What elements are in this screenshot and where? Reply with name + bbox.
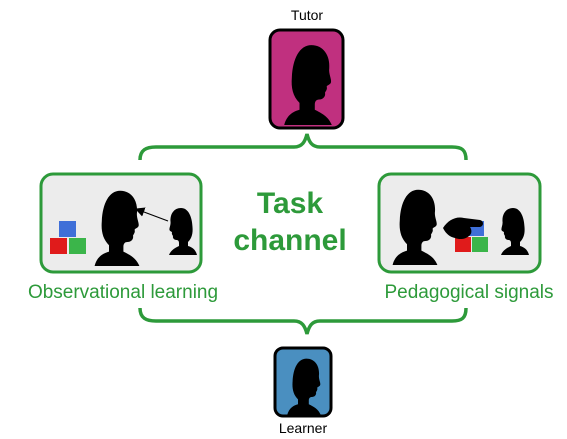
observational-learning-caption: Observational learning [28, 282, 218, 303]
observational-learning-panel [39, 172, 203, 274]
pedagogical-signals-caption: Pedagogical signals [384, 282, 553, 303]
tutor-label: Tutor [291, 7, 323, 23]
task-title: Task [257, 187, 323, 220]
gaze-arrow-icon [134, 207, 169, 222]
bottom-brace [138, 307, 468, 335]
tutor-card [268, 28, 345, 130]
toy-blocks-icon [50, 221, 86, 254]
channel-title: channel [233, 224, 346, 257]
learner-card [273, 346, 333, 418]
top-brace [138, 133, 468, 161]
learner-label: Learner [279, 420, 328, 436]
pedagogical-signals-panel [377, 172, 542, 274]
pointing-hand-icon [443, 217, 483, 240]
